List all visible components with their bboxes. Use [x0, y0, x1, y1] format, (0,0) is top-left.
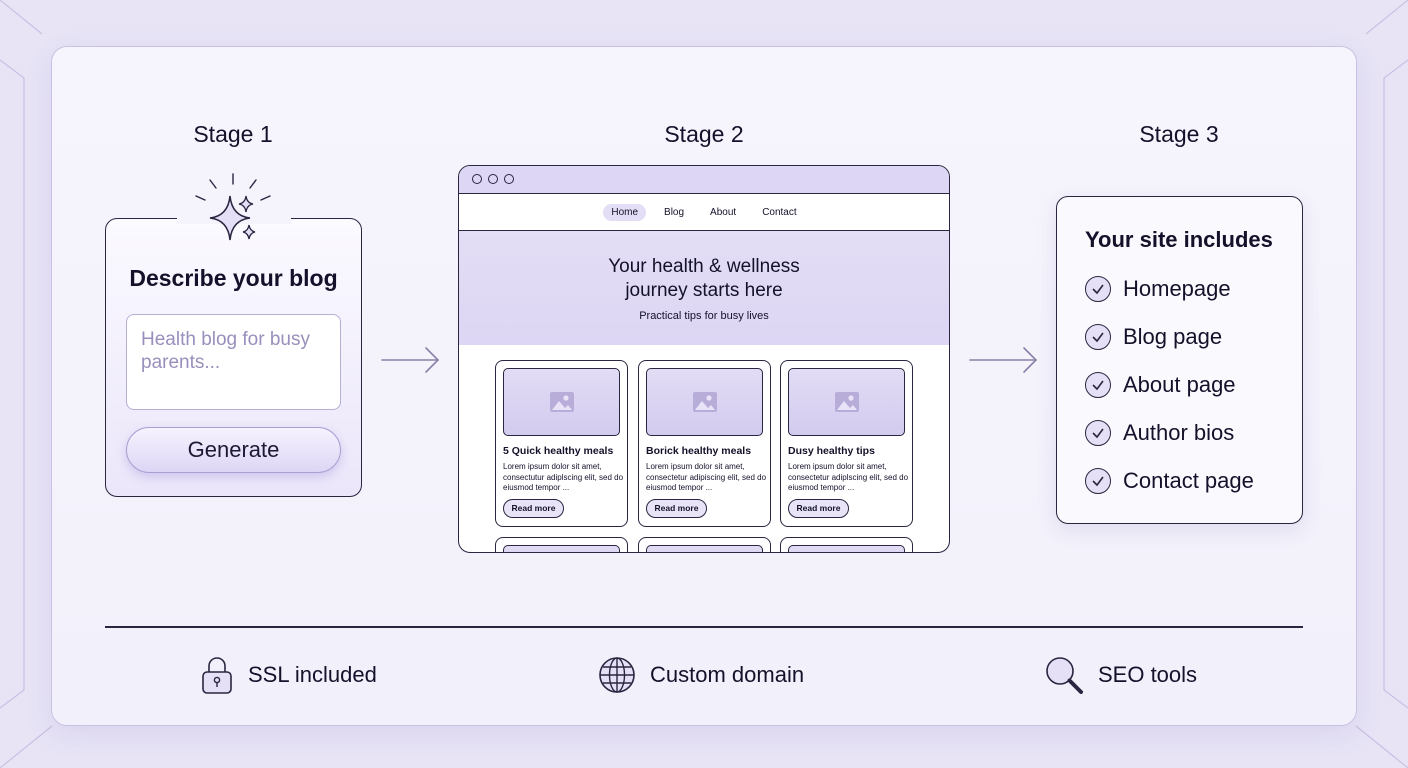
- check-icon: [1085, 324, 1111, 350]
- include-item: About page: [1085, 371, 1236, 399]
- post-thumbnail: [503, 368, 620, 436]
- read-more-button[interactable]: Read more: [788, 499, 849, 518]
- check-icon: [1085, 468, 1111, 494]
- include-item-label: About page: [1123, 372, 1236, 397]
- feature-label: SSL included: [248, 662, 377, 687]
- post-card: 5 Quick healthy meals Lorem ipsum dolor …: [495, 360, 628, 527]
- include-item-label: Blog page: [1123, 324, 1223, 349]
- check-icon: [1085, 420, 1111, 446]
- nav-blog[interactable]: Blog: [664, 206, 685, 218]
- site-includes-card: Your site includes Homepage Blog page Ab…: [1056, 196, 1303, 524]
- sparkle-icon: [195, 173, 271, 241]
- site-includes-title: Your site includes: [1085, 227, 1273, 252]
- nav-home[interactable]: Home: [603, 203, 647, 221]
- post-card: Borick healthy meals Lorem ipsum dolor s…: [638, 360, 771, 527]
- post-thumbnail: [646, 368, 763, 436]
- window-dot-icon: [472, 174, 482, 184]
- blog-description-input[interactable]: Health blog for busy parents...: [126, 314, 341, 410]
- describe-blog-title: Describe your blog: [129, 265, 338, 291]
- post-title: 5 Quick healthy meals: [503, 445, 614, 457]
- site-nav: Home Blog About Contact: [459, 194, 949, 231]
- window-dot-icon: [488, 174, 498, 184]
- include-item-label: Homepage: [1123, 276, 1231, 301]
- include-item: Blog page: [1085, 323, 1222, 351]
- image-icon: [693, 392, 717, 412]
- stage-1-label: Stage 1: [193, 121, 273, 147]
- post-thumbnail: [646, 545, 763, 552]
- include-item-label: Author bios: [1123, 420, 1235, 445]
- browser-titlebar: [459, 166, 949, 194]
- post-thumbnail: [788, 545, 905, 552]
- section-divider: [105, 626, 1303, 628]
- hero-subtitle: Practical tips for busy lives: [639, 310, 769, 322]
- site-hero: Your health & wellness journey starts he…: [459, 231, 949, 345]
- feature-label: SEO tools: [1098, 662, 1198, 687]
- stage-3-label: Stage 3: [1139, 121, 1219, 147]
- check-icon: [1085, 276, 1111, 302]
- feature-domain: Custom domain: [598, 655, 804, 695]
- read-more-button[interactable]: Read more: [503, 499, 564, 518]
- post-thumbnail: [503, 545, 620, 552]
- image-icon: [835, 392, 859, 412]
- lock-icon: [202, 657, 232, 694]
- image-icon: [550, 392, 574, 412]
- post-card-partial: [495, 537, 628, 552]
- include-item: Homepage: [1085, 275, 1231, 303]
- post-card-partial: [638, 537, 771, 552]
- window-dot-icon: [504, 174, 514, 184]
- post-card-partial: [780, 537, 913, 552]
- arrow-right-icon: [381, 347, 440, 373]
- post-excerpt: Lorem ipsum dolor sit amet, consectetur …: [788, 462, 909, 492]
- nav-about[interactable]: About: [710, 206, 737, 218]
- include-item: Author bios: [1085, 419, 1234, 447]
- feature-label: Custom domain: [650, 662, 805, 687]
- include-item-label: Contact page: [1123, 468, 1254, 493]
- post-title: Borick healthy meals: [646, 445, 752, 457]
- check-icon: [1085, 372, 1111, 398]
- include-item: Contact page: [1085, 467, 1254, 495]
- hero-title-line-1: Your health & wellness: [608, 256, 800, 277]
- post-card: Dusy healthy tips Lorem ipsum dolor sit …: [780, 360, 913, 527]
- website-preview-browser: Home Blog About Contact Your health & we…: [458, 165, 950, 553]
- arrow-right-icon: [969, 347, 1038, 373]
- post-excerpt: Lorem ipsum dolor sit amet, consectetur …: [646, 462, 767, 492]
- hero-title-line-2: journey starts here: [625, 280, 783, 301]
- magnifier-icon: [1046, 657, 1083, 694]
- stage-2-label: Stage 2: [664, 121, 744, 147]
- post-thumbnail: [788, 368, 905, 436]
- feature-seo: SEO tools: [1044, 655, 1197, 695]
- read-more-button[interactable]: Read more: [646, 499, 707, 518]
- nav-contact[interactable]: Contact: [762, 206, 797, 218]
- globe-icon: [599, 657, 635, 693]
- post-excerpt: Lorem ipsum dolor sit amet, consectutur …: [503, 462, 624, 492]
- feature-ssl: SSL included: [200, 655, 377, 695]
- post-title: Dusy healthy tips: [788, 445, 875, 457]
- generate-button[interactable]: Generate: [126, 427, 341, 473]
